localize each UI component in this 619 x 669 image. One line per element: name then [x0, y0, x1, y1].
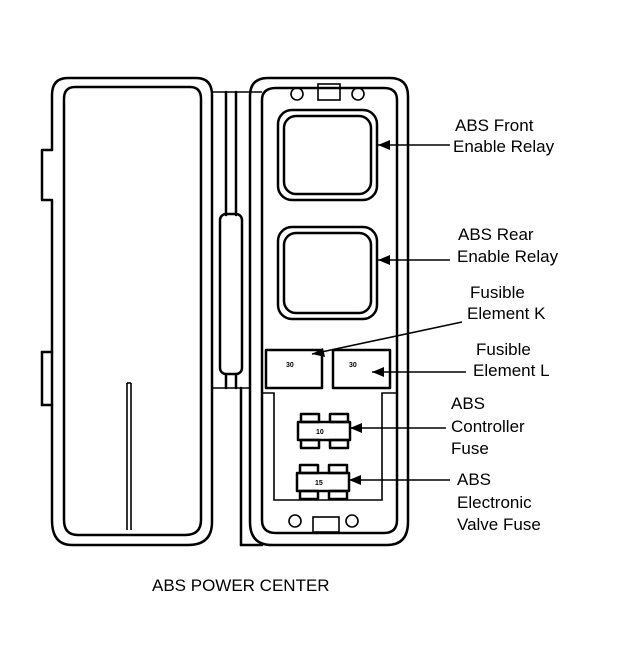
valve-fuse-mark: 15 — [315, 480, 323, 487]
controller-fuse: 10 — [296, 412, 352, 450]
controller-fuse-mark: 10 — [316, 429, 324, 436]
element-k-mark: 30 — [286, 362, 294, 369]
power-center-cover — [40, 76, 214, 547]
label-fusible-element-k: Fusible Element K — [467, 283, 546, 323]
label-fusible-element-l: Fusible Element L — [473, 340, 550, 380]
element-l-mark: 30 — [349, 362, 357, 369]
label-front-relay: ABS Front Enable Relay — [453, 116, 555, 156]
hinge — [212, 90, 264, 547]
fusible-element-k: 30 — [264, 348, 324, 390]
label-valve-fuse: ABS Electronic Valve Fuse — [457, 470, 541, 534]
fusible-element-l: 30 — [331, 348, 392, 390]
rear-enable-relay — [276, 225, 379, 321]
label-rear-relay: ABS Rear Enable Relay — [457, 225, 559, 266]
diagram-caption: ABS POWER CENTER — [152, 576, 330, 595]
valve-fuse: 15 — [295, 463, 351, 501]
label-controller-fuse: ABS Controller Fuse — [451, 394, 529, 458]
leader-lines — [311, 140, 466, 485]
power-center-base — [248, 76, 410, 547]
front-enable-relay — [276, 108, 379, 202]
